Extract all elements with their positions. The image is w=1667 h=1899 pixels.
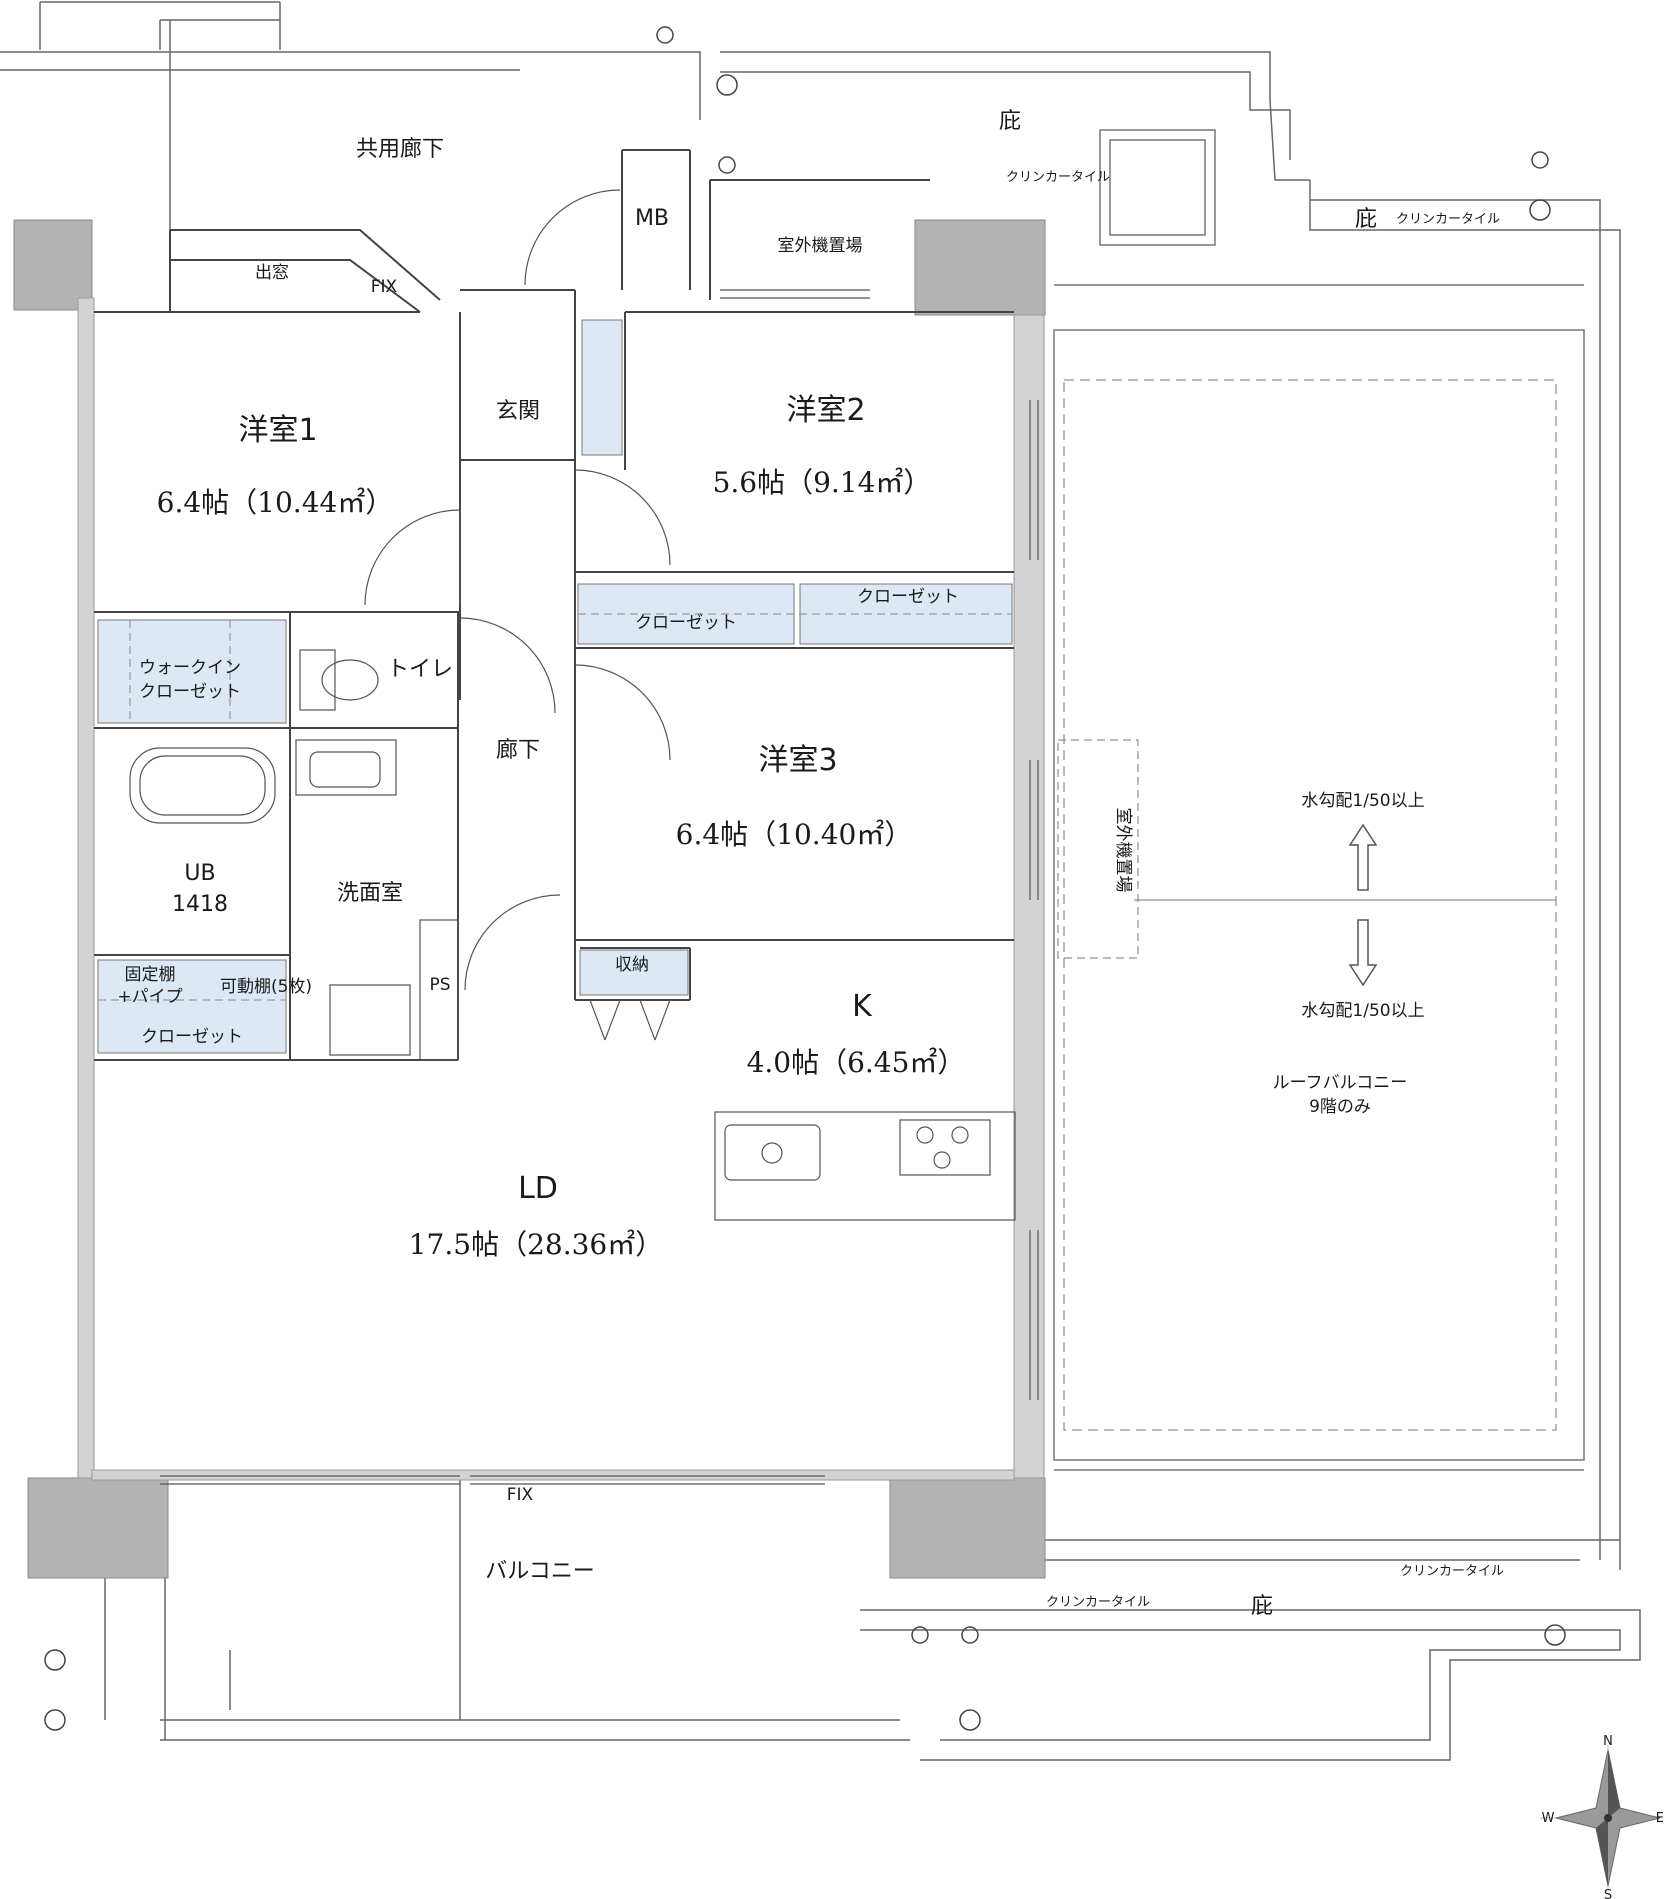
fixed-shelf-label-2: +パイプ — [117, 987, 182, 1007]
partitions — [94, 149, 1014, 1061]
fixtures — [129, 129, 1216, 1221]
mb-label: MB — [635, 206, 669, 231]
hallway-label: 廊下 — [496, 738, 540, 763]
clinker-tile-label-2: クリンカータイル — [1396, 212, 1500, 227]
storage-label: 収納 — [615, 955, 649, 975]
slope-label-upper: 水勾配1/50以上 — [1301, 791, 1424, 811]
closet-label-w2-left: クローゼット — [635, 613, 737, 633]
ac-area-vertical-label: 室外機置場 — [1113, 808, 1133, 893]
slope-arrows — [1348, 823, 1378, 987]
windows — [160, 289, 1039, 1485]
toilet-label: トイレ — [387, 657, 453, 682]
ps-label: PS — [429, 975, 450, 995]
eaves-label-right: 庇 — [1355, 207, 1377, 232]
roof-balcony-sublabel: 9階のみ — [1309, 1097, 1371, 1117]
eaves-label-top: 庇 — [999, 109, 1021, 134]
western3-area: 6.4帖（10.40㎡） — [676, 818, 913, 851]
roof-balcony-area — [1053, 284, 1585, 1471]
drains — [44, 26, 1566, 1731]
entrance-label: 玄関 — [496, 399, 540, 424]
door-swings — [364, 189, 671, 1041]
labels: 共用廊下 庇 庇 庇 クリンカータイル クリンカータイル クリンカータイル クリ… — [117, 109, 1504, 1619]
clinker-tile-label-3: クリンカータイル — [1046, 1595, 1150, 1610]
fixed-shelf-label-1: 固定棚 — [125, 965, 176, 985]
compass-s: S — [1604, 1888, 1612, 1899]
compass: N S W E — [1540, 1734, 1664, 1899]
exterior-lines — [0, 1, 1641, 1761]
eaves-label-bottom: 庇 — [1251, 1594, 1273, 1619]
ub-label: UB — [184, 861, 215, 886]
kitchen-name: K — [852, 989, 873, 1024]
compass-w: W — [1542, 1811, 1555, 1826]
western2-name: 洋室2 — [786, 393, 865, 428]
structural-columns — [13, 219, 1046, 1579]
western3-name: 洋室3 — [758, 743, 837, 778]
fix-label-bottom: FIX — [507, 1485, 534, 1505]
fix-label-top: FIX — [371, 277, 398, 297]
compass-n: N — [1603, 1734, 1613, 1749]
kitchen-area: 4.0帖（6.45㎡） — [747, 1046, 966, 1079]
balcony-label: バルコニー — [485, 1559, 595, 1584]
walls — [77, 297, 1045, 1481]
western2-area: 5.6帖（9.14㎡） — [713, 466, 932, 499]
western1-name: 洋室1 — [238, 413, 317, 448]
western1-area: 6.4帖（10.44㎡） — [157, 486, 394, 519]
roof-balcony-label: ルーフバルコニー — [1273, 1073, 1408, 1093]
bay-window-label: 出窓 — [255, 263, 289, 283]
movable-shelf-label: 可動棚(5枚) — [220, 977, 312, 997]
washroom-label: 洗面室 — [337, 881, 403, 906]
ub-size: 1418 — [172, 892, 228, 917]
clinker-tile-label-1: クリンカータイル — [1006, 170, 1110, 185]
compass-e: E — [1656, 1811, 1664, 1826]
clinker-tile-label-4: クリンカータイル — [1400, 1564, 1504, 1579]
walk-in-closet-label-1: ウォークイン — [139, 658, 241, 678]
living-name: LD — [518, 1171, 558, 1206]
ac-area-label: 室外機置場 — [778, 236, 863, 256]
slope-label-lower: 水勾配1/50以上 — [1301, 1001, 1424, 1021]
closet-label-bottom: クローゼット — [141, 1027, 243, 1047]
living-area: 17.5帖（28.36㎡） — [409, 1228, 664, 1261]
walk-in-closet-label-2: クローゼット — [139, 682, 241, 702]
common-corridor-label: 共用廊下 — [356, 137, 444, 162]
closet-label-w2-right: クローゼット — [857, 587, 959, 607]
